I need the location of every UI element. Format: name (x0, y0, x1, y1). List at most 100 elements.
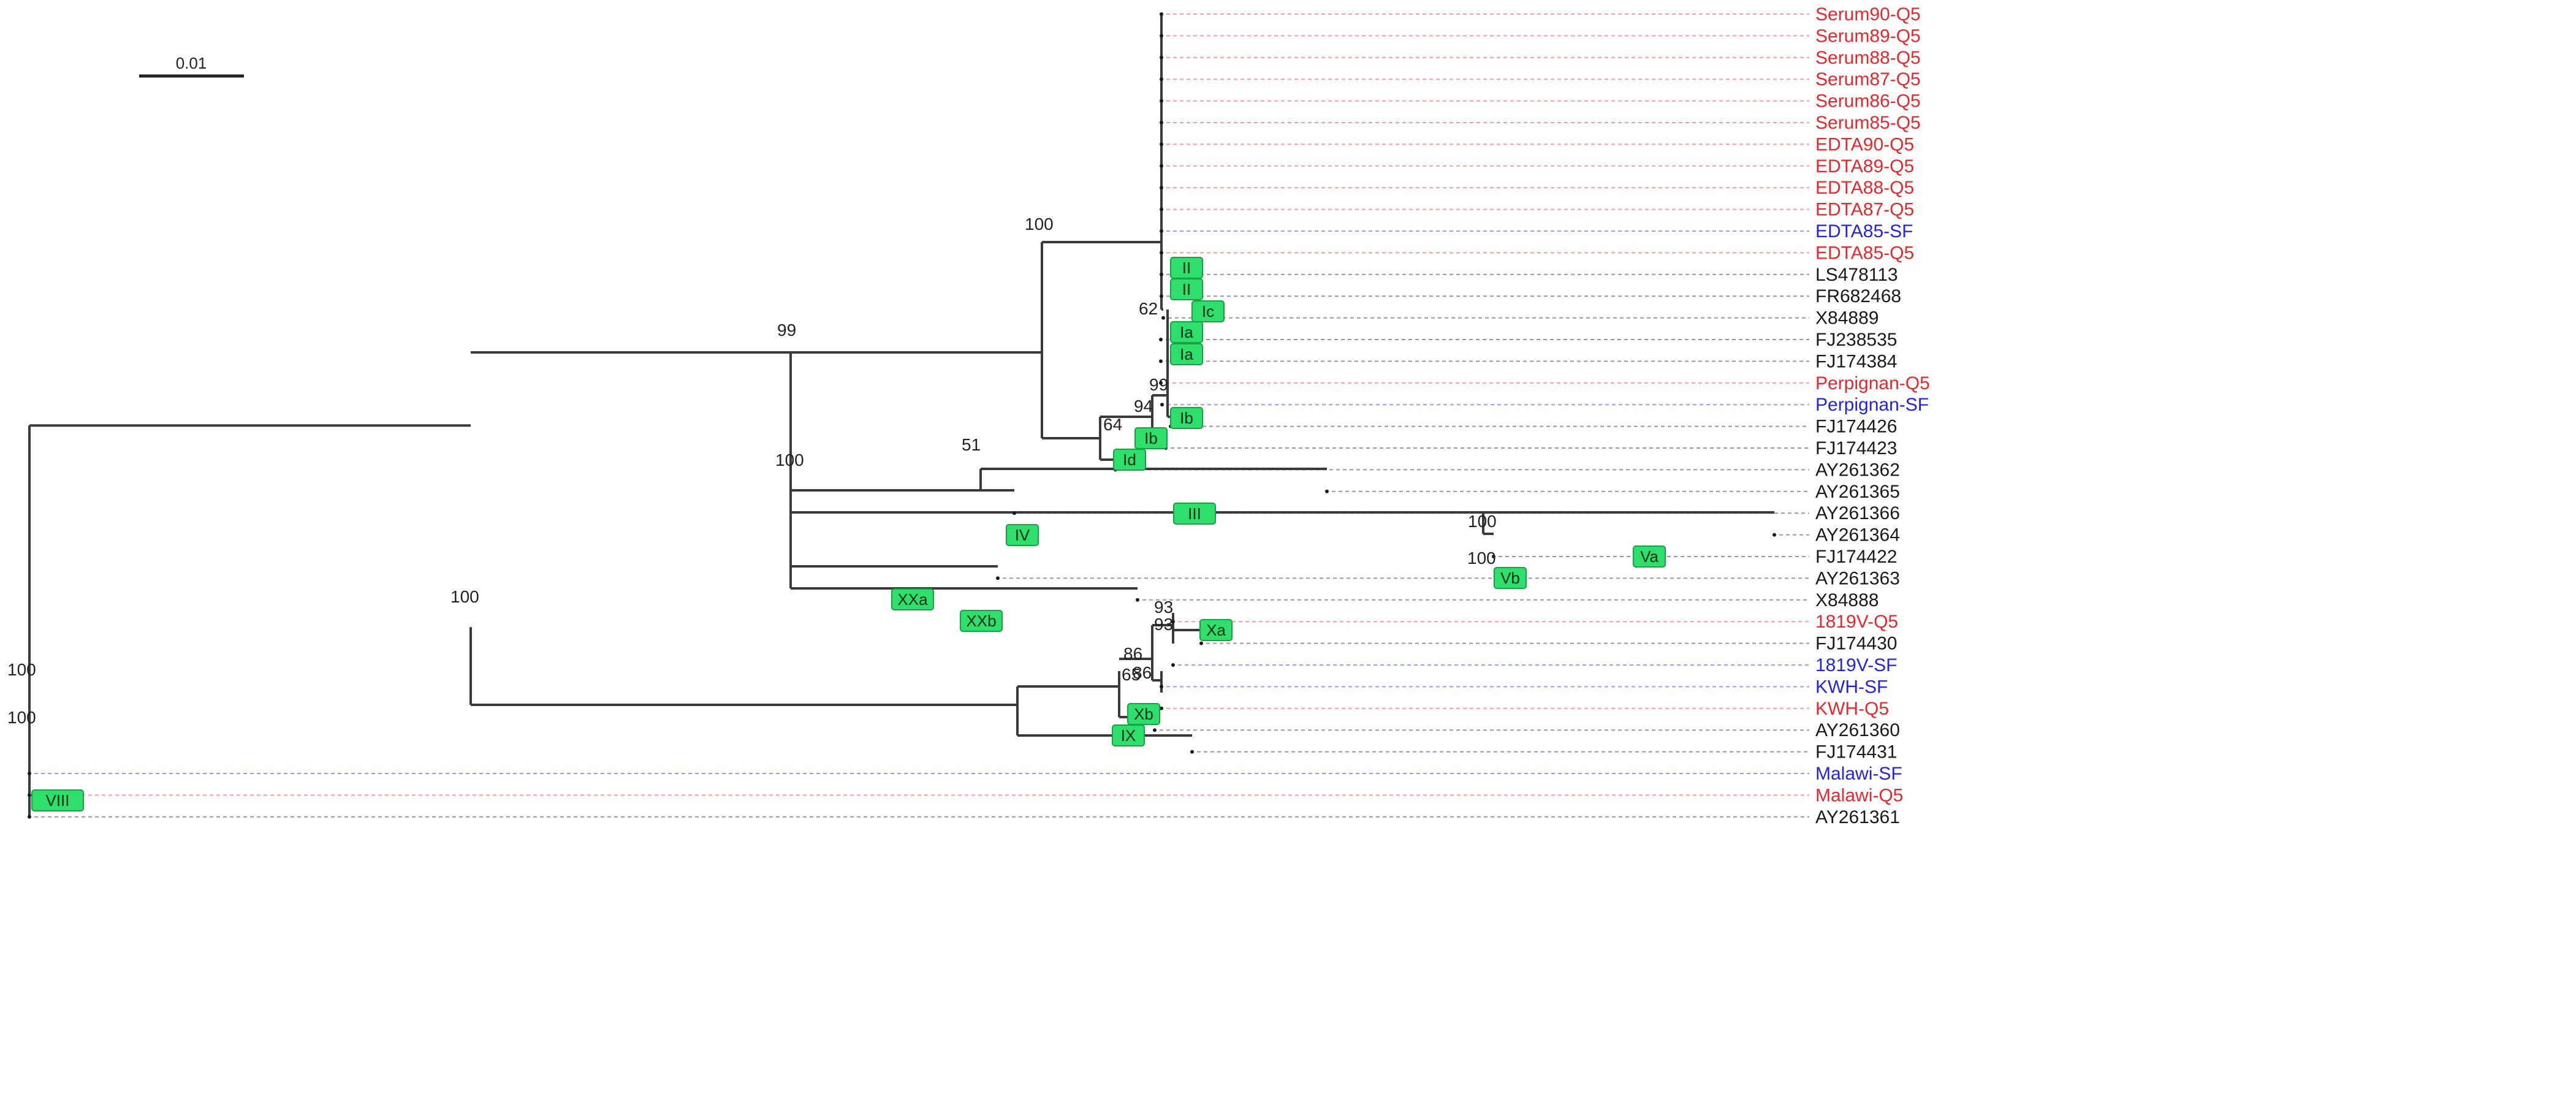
genotype-badge-Id: Id (1113, 449, 1146, 471)
badge-label-3: Ic (1202, 302, 1214, 321)
genotype-badge-Xa: Xa (1199, 619, 1233, 641)
tip-dot-19 (1160, 403, 1164, 407)
scale-bar: 0.01 (139, 54, 244, 78)
genotype-badge-III: III (1173, 503, 1216, 525)
badge-box-5 (1170, 343, 1203, 365)
badge-box-15 (1199, 619, 1233, 641)
support-value-5: 99 (777, 321, 796, 340)
badge-box-11 (1633, 545, 1666, 568)
tip-dot-36 (28, 772, 31, 775)
tip-dot-18 (1159, 381, 1163, 385)
leaf-labels: Serum90-Q5Serum89-Q5Serum88-Q5Serum87-Q5… (1815, 4, 1930, 827)
badge-box-12 (1494, 567, 1527, 589)
leaf-label-21: FJ174423 (1815, 438, 1897, 458)
tip-dot-14 (1160, 294, 1163, 298)
leaf-label-16: FJ238535 (1815, 330, 1897, 350)
tip-dot-35 (1190, 750, 1194, 754)
tip-dot-17 (1159, 359, 1163, 363)
badge-label-1: II (1182, 259, 1191, 277)
support-value-6: 100 (1025, 215, 1054, 234)
leaf-label-32: KWH-SF (1815, 677, 1888, 697)
tip-dot-34 (1153, 728, 1157, 732)
tip-dot-13 (1160, 272, 1163, 276)
tip-dot-2 (1160, 34, 1163, 38)
badge-label-7: Ib (1144, 429, 1158, 447)
tip-dot-9 (1160, 186, 1163, 190)
leaf-label-1: Serum90-Q5 (1815, 4, 1921, 25)
badge-box-4 (1170, 321, 1203, 343)
badge-box-17 (1112, 724, 1145, 747)
tip-dot-5 (1160, 99, 1163, 103)
leaf-label-17: FJ174384 (1815, 351, 1897, 371)
badge-label-8: Id (1123, 450, 1136, 469)
leaf-label-7: EDTA90-Q5 (1815, 134, 1914, 154)
support-value-14: 93 (1154, 598, 1173, 617)
leaf-label-10: EDTA87-Q5 (1815, 200, 1914, 220)
leaf-label-13: LS478113 (1815, 265, 1898, 285)
badge-label-15: Xa (1206, 621, 1226, 639)
support-value-11: 51 (962, 435, 981, 454)
scale-bar-label: 0.01 (176, 54, 207, 72)
leaf-label-14: FR682468 (1815, 286, 1901, 306)
tip-dot-31 (1171, 663, 1175, 667)
support-value-15: 93 (1154, 615, 1173, 634)
leaf-label-22: AY261362 (1815, 460, 1900, 480)
support-value-7: 62 (1139, 299, 1158, 318)
leaf-label-11: EDTA85-SF (1815, 221, 1913, 241)
tip-dot-8 (1160, 164, 1163, 168)
leaf-label-35: FJ174431 (1815, 742, 1897, 762)
support-value-10: 64 (1103, 415, 1122, 434)
badge-label-16: Xb (1134, 705, 1153, 723)
leaf-label-19: Perpignan-SF (1815, 395, 1929, 415)
tip-dot-1 (1160, 12, 1163, 16)
badge-label-6: Ib (1180, 409, 1193, 427)
leaf-label-29: 1819V-Q5 (1815, 612, 1898, 632)
tip-dot-10 (1160, 207, 1163, 211)
tip-dot-12 (1160, 251, 1163, 255)
leaf-label-4: Serum87-Q5 (1815, 69, 1921, 89)
badge-label-11: Va (1640, 547, 1658, 566)
badge-box-8 (1113, 449, 1146, 471)
badge-box-2 (1170, 278, 1203, 300)
genotype-badge-Ib: Ib (1134, 427, 1168, 449)
genotype-badge-Ic: Ic (1191, 300, 1225, 322)
leaf-guide-lines (34, 13, 1809, 818)
leaf-label-33: KWH-Q5 (1815, 699, 1889, 719)
tip-dot-30 (1199, 641, 1203, 645)
genotype-badge-II: II (1170, 257, 1203, 279)
support-value-4: 100 (775, 450, 804, 469)
badge-box-14 (960, 610, 1003, 632)
genotype-badge-Xb: Xb (1127, 703, 1160, 725)
genotype-badge-VIII: VIII (31, 789, 84, 811)
support-value-17: 86 (1133, 663, 1152, 682)
leaf-label-37: Malawi-Q5 (1815, 785, 1903, 805)
tip-dot-24 (1013, 511, 1016, 515)
badge-label-13: XXa (897, 590, 928, 609)
genotype-badge-XXb: XXb (960, 610, 1003, 632)
tree-branches (28, 14, 1774, 817)
tip-dot-3 (1160, 55, 1163, 59)
leaf-label-18: Perpignan-Q5 (1815, 373, 1930, 393)
leaf-label-31: 1819V-SF (1815, 655, 1897, 675)
leaf-label-25: AY261364 (1815, 525, 1900, 545)
badge-label-17: IX (1121, 726, 1136, 745)
tip-dot-23 (1325, 489, 1329, 493)
badge-label-14: XXb (966, 612, 996, 630)
tip-dot-27 (996, 576, 1000, 580)
leaf-label-12: EDTA85-Q5 (1815, 243, 1914, 263)
leaf-label-28: X84888 (1815, 590, 1879, 610)
badge-label-5: Ia (1180, 345, 1193, 363)
leaf-label-15: X84889 (1815, 308, 1879, 329)
tip-dot-15 (1161, 316, 1165, 320)
leaf-label-30: FJ174430 (1815, 634, 1897, 654)
badge-box-13 (891, 588, 934, 610)
tip-dot-25 (1772, 533, 1776, 537)
support-value-2: 100 (7, 708, 36, 727)
badge-label-4: Ia (1180, 323, 1193, 341)
leaf-label-8: EDTA89-Q5 (1815, 156, 1914, 177)
leaf-label-2: Serum89-Q5 (1815, 26, 1921, 46)
leaf-label-36: Malawi-SF (1815, 764, 1902, 784)
support-value-8: 99 (1149, 375, 1168, 394)
